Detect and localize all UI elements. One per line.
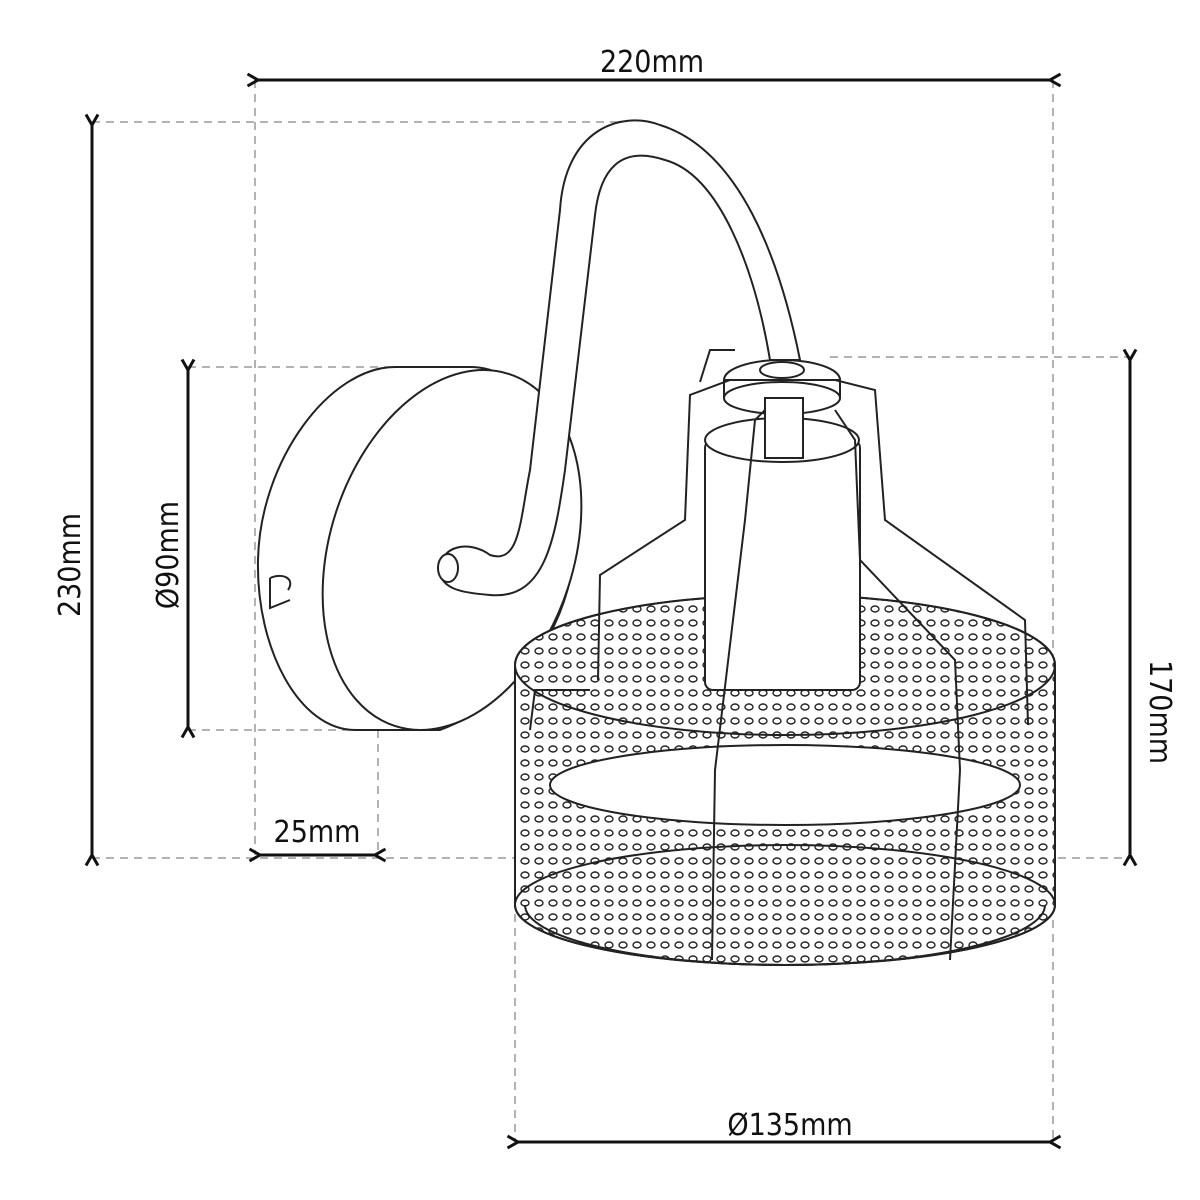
width-label: 220mm: [600, 45, 704, 80]
shade-diameter-label: Ø135mm: [727, 1108, 852, 1143]
dimension-lines: [92, 80, 1130, 1142]
shade-height-label: 170mm: [1142, 660, 1177, 764]
wall-lamp-illustration: [256, 119, 1056, 966]
lamp-arm: [438, 119, 802, 597]
plate-diameter-label: Ø90mm: [151, 501, 186, 609]
plate-depth-label: 25mm: [274, 815, 361, 850]
arm-mount: [437, 553, 459, 583]
height-label: 230mm: [53, 513, 88, 617]
wire-cage: [529, 349, 1029, 961]
